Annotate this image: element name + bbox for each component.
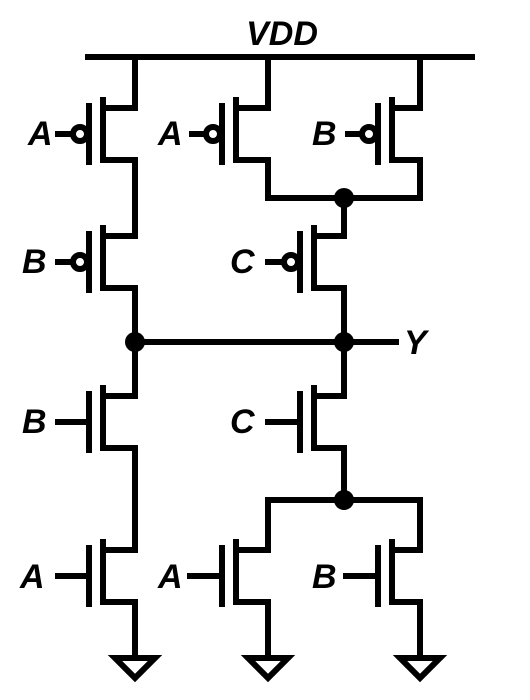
output-label: Y <box>404 324 430 362</box>
n5-gate-label: B <box>312 558 337 596</box>
pmos-p2 <box>55 225 138 345</box>
vdd-label: VDD <box>246 15 318 53</box>
p2-gate-label: B <box>22 243 47 281</box>
pmos-p1 <box>55 54 138 239</box>
p3-gate-label: A <box>157 115 183 153</box>
nmos-n1 <box>55 339 138 553</box>
pmos-p4 <box>345 54 423 201</box>
n2-gate-label: A <box>19 558 45 596</box>
output-node <box>125 332 399 352</box>
pmos-p5 <box>265 195 347 345</box>
ground-icon <box>240 655 296 683</box>
pmos-p3 <box>189 54 271 201</box>
nmos-n5 <box>343 497 423 658</box>
ground-icon <box>392 655 448 683</box>
n1-gate-label: B <box>22 403 47 441</box>
nmos-n2 <box>55 539 138 658</box>
nmos-parallel-node <box>265 490 423 510</box>
nmos-n3 <box>265 339 347 503</box>
n4-gate-label: A <box>157 558 183 596</box>
nmos-n4 <box>187 497 271 658</box>
ground-icon <box>107 655 163 683</box>
n3-gate-label: C <box>230 403 255 441</box>
p5-gate-label: C <box>230 243 255 281</box>
p4-gate-label: B <box>312 115 337 153</box>
p1-gate-label: A <box>27 115 53 153</box>
